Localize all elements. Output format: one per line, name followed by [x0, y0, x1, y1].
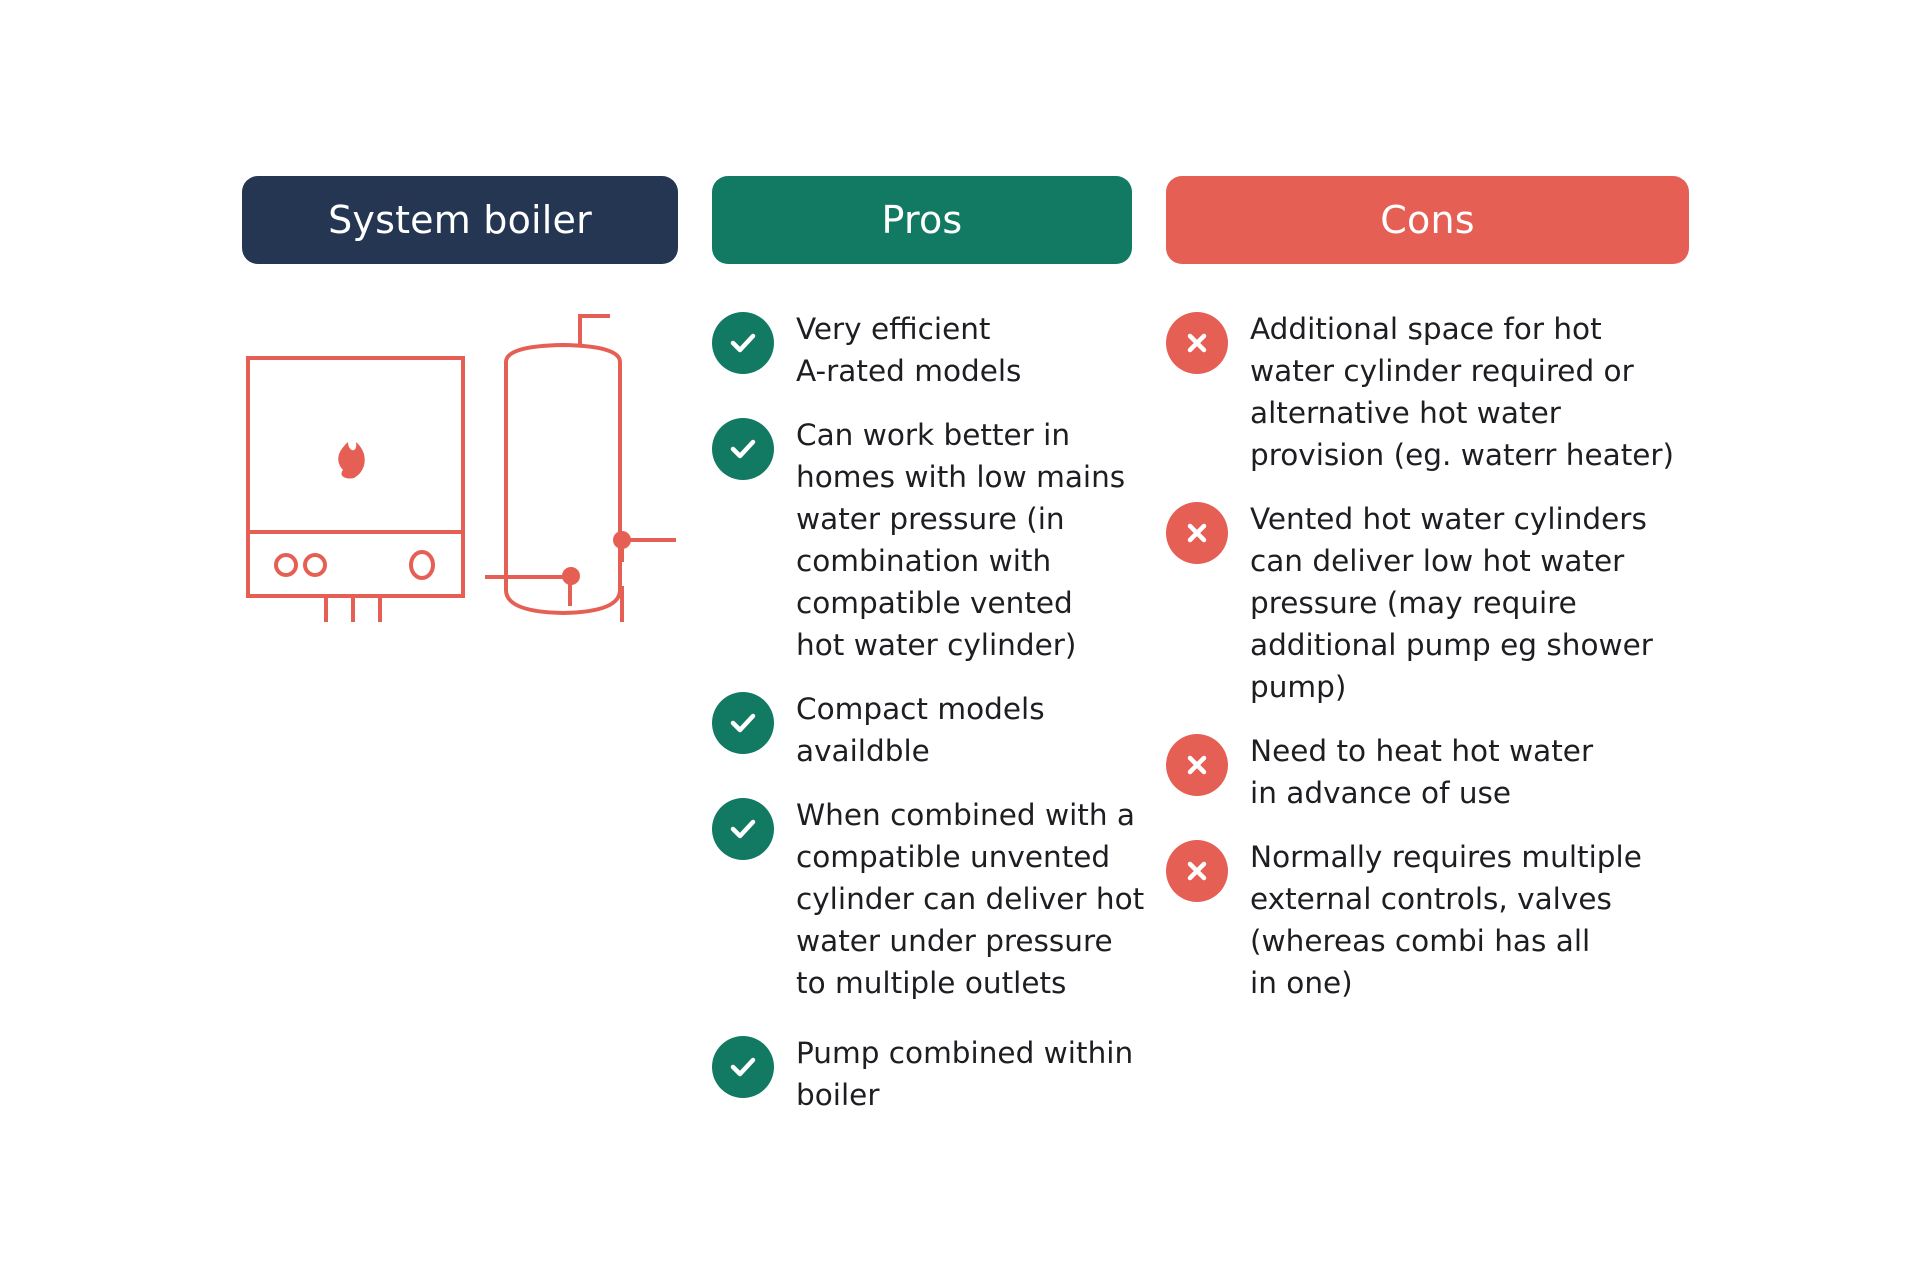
check-icon: [712, 1036, 774, 1098]
pro-item-text: Can work better in homes with low mains …: [796, 418, 1126, 662]
con-item-text: Vented hot water cylinders can deliver l…: [1250, 502, 1653, 704]
pro-item: Very efficient A-rated models: [712, 308, 1162, 392]
cons-header-label: Cons: [1380, 198, 1475, 242]
con-item-text: Normally requires multiple external cont…: [1250, 840, 1642, 1000]
boiler-illustration: [246, 314, 676, 622]
cross-icon: [1166, 734, 1228, 796]
pro-item: Pump combined within boiler: [712, 1032, 1162, 1116]
con-item: Need to heat hot water in advance of use: [1166, 730, 1686, 814]
pro-item-text: Very efficient A-rated models: [796, 312, 1022, 388]
cross-icon: [1166, 312, 1228, 374]
con-item-text: Additional space for hot water cylinder …: [1250, 312, 1675, 472]
system-boiler-header-label: System boiler: [328, 198, 592, 242]
pro-item-text: Pump combined within boiler: [796, 1036, 1134, 1112]
cross-icon: [1166, 840, 1228, 902]
system-boiler-header: System boiler: [242, 176, 678, 264]
pro-item: Compact models availdble: [712, 688, 1162, 772]
boiler-unit-icon: [246, 356, 465, 622]
cross-icon: [1166, 502, 1228, 564]
pro-item-text: When combined with a compatible unvented…: [796, 798, 1145, 1000]
pros-header-label: Pros: [881, 198, 963, 242]
pro-item: When combined with a compatible unvented…: [712, 794, 1162, 1004]
check-icon: [712, 798, 774, 860]
check-icon: [712, 418, 774, 480]
pros-list: Very efficient A-rated models Can work b…: [712, 308, 1162, 1138]
pro-item-text: Compact models availdble: [796, 692, 1045, 768]
cons-header: Cons: [1166, 176, 1689, 264]
con-item: Additional space for hot water cylinder …: [1166, 308, 1686, 476]
con-item: Vented hot water cylinders can deliver l…: [1166, 498, 1686, 708]
con-item: Normally requires multiple external cont…: [1166, 836, 1686, 1004]
cons-list: Additional space for hot water cylinder …: [1166, 308, 1686, 1026]
hot-water-cylinder-icon: [485, 314, 676, 622]
pro-item: Can work better in homes with low mains …: [712, 414, 1162, 666]
check-icon: [712, 312, 774, 374]
con-item-text: Need to heat hot water in advance of use: [1250, 734, 1594, 810]
pros-header: Pros: [712, 176, 1132, 264]
check-icon: [712, 692, 774, 754]
